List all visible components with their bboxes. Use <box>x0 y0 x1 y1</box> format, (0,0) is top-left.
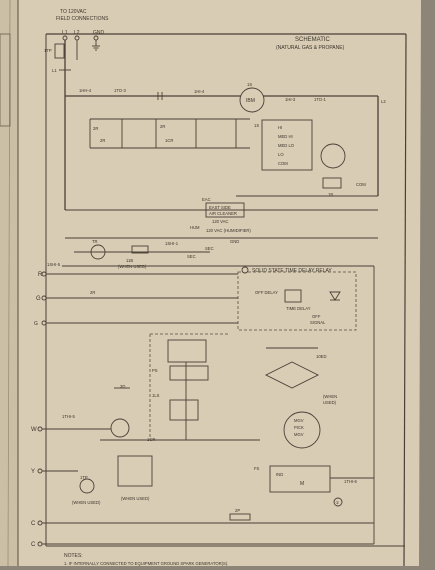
terminal-g: G <box>36 296 41 302</box>
transformer-label: TR <box>92 239 98 244</box>
relay-title: SOLID STATE TIME DELAY RELAY <box>252 268 332 274</box>
tap-med-lo: MED LO <box>278 143 295 148</box>
relay-part-4: SIGNAL <box>310 320 326 325</box>
flame-sensor-label: FS <box>254 466 260 471</box>
field-connections: 1TP L1 <box>44 35 100 96</box>
relay-3d-label: 3D <box>120 384 125 389</box>
ind-label: IND <box>276 472 283 477</box>
svg-text:(WHEN USED): (WHEN USED) <box>121 496 150 501</box>
door-switch-label: 1TP <box>44 48 52 53</box>
blower-tag: 1S <box>247 82 252 87</box>
lv-wire-2: 1SHI-1 <box>165 241 179 246</box>
bottom-wire-label: 1THI-6 <box>344 479 357 484</box>
rollout-switch <box>79 478 95 494</box>
mgv-label-1: MGV <box>294 418 304 423</box>
fuse-label: 11B <box>126 258 133 263</box>
bridge-rectifier <box>264 361 320 389</box>
terminal-y: Y <box>31 469 35 475</box>
circulator-motor <box>320 143 346 169</box>
relay-box <box>237 271 357 331</box>
terminal-w: W <box>31 427 37 433</box>
motor-tag: 1B <box>328 192 333 197</box>
wire-label-4: 1HI-3 <box>285 97 296 102</box>
l1-label: L1 <box>62 30 68 36</box>
lv-wire-1: 1SHI-5 <box>47 262 61 267</box>
hum-label: HUM <box>190 225 200 230</box>
2p-label: 2P <box>235 508 240 513</box>
tap-hi: HI <box>278 125 282 130</box>
svg-text:2R: 2R <box>100 138 105 143</box>
safety-chain: PS 1LS 1THI-5 <box>62 333 260 441</box>
supply-line1: TO 120VAC <box>60 9 87 15</box>
wire-label-1: 1HH-4 <box>79 88 92 93</box>
svg-text:C: C <box>31 542 36 548</box>
relay-part-1: OFF DELAY <box>255 290 278 295</box>
schematic-subtitle: (NATURAL GAS & PROPANE) <box>276 45 345 51</box>
blower-relay-coil <box>110 418 130 438</box>
inducer-label: M <box>300 481 304 487</box>
ignition-section: 10ED MGV PICK MGV (WHEN USED) IND M FS ①… <box>254 266 375 544</box>
svg-text:2R: 2R <box>93 126 98 131</box>
svg-text:1CR: 1CR <box>165 138 173 143</box>
blower-label: IBM <box>246 98 255 104</box>
svg-text:G: G <box>34 321 38 327</box>
svg-text:L1: L1 <box>52 68 57 73</box>
l2-label-top: L2 <box>74 30 80 36</box>
limit-label: 1LS <box>152 393 160 398</box>
ignition-note-1: (WHEN <box>323 394 337 399</box>
relay-2r-label: 2R <box>90 290 95 295</box>
tap-med-hi: MED HI <box>278 134 293 139</box>
schematic-title: SCHEMATIC <box>295 37 331 43</box>
tap-com: COM <box>278 161 288 166</box>
rollout-section: 1TP (WHEN USED) (WHEN USED) 2P <box>72 455 251 521</box>
ignition-control <box>283 411 321 449</box>
hum-text: 120 VAC (HUMIDIFIER) <box>206 228 251 233</box>
notes-heading: NOTES: <box>64 553 83 559</box>
taps-ref: 1S <box>254 123 259 128</box>
wire-label-3: 1HI-4 <box>194 89 205 94</box>
paper-sheet <box>0 0 421 567</box>
tap-lo: LO <box>278 152 284 157</box>
wire-label-5: 1TO-1 <box>314 97 326 102</box>
terminal-r: R <box>38 272 43 278</box>
relay-part-3: OFF <box>312 314 321 319</box>
mgv-label-2: MGV <box>294 432 304 437</box>
notes-line1: 1. IF INTERNALLY CONNECTED TO EQUIPMENT … <box>64 561 228 566</box>
relay-part-2: TIME DELAY <box>286 306 311 311</box>
fuse-note: (WHEN USED) <box>118 264 147 269</box>
l2-label: L2 <box>381 99 386 104</box>
eac-line2: AIR CLEANER <box>209 211 237 216</box>
eac-line3: 120 VAC <box>212 219 228 224</box>
supply-line2: FIELD CONNECTIONS <box>56 16 109 22</box>
bridge-label: 10ED <box>316 354 326 359</box>
circle-marker: ① <box>336 500 340 505</box>
speed-taps <box>261 119 313 171</box>
pick-label: PICK <box>294 425 304 430</box>
sec-label-1: SEC <box>187 254 196 259</box>
rollout-label: 1TP <box>80 475 88 480</box>
svg-text:2R: 2R <box>160 124 165 129</box>
transformer-section: TR 11B (WHEN USED) SEC SEC 1SHI-5 1SHI-1 <box>47 239 374 269</box>
ignition-note-2: USED) <box>323 400 337 405</box>
relay-1cr-label: 1CR <box>147 437 155 442</box>
rollout-note: (WHEN USED) <box>72 500 101 505</box>
sec-label-2: SEC <box>205 246 214 251</box>
ps-label-1: PS <box>152 368 158 373</box>
blower-motor <box>239 87 265 113</box>
wire-label-2: 1TO-3 <box>114 88 126 93</box>
fuse <box>131 245 149 254</box>
eac-label: EAC <box>202 197 211 202</box>
lv-wire-3: 1THI-5 <box>62 414 75 419</box>
time-delay-relay: SOLID STATE TIME DELAY RELAY OFF DELAY T… <box>237 266 357 331</box>
thermostat-terminals: R G W Y C C G 2R 3D 1CR <box>31 271 374 548</box>
eac-line1: EAST SIDE <box>209 205 231 210</box>
com-label: COM <box>356 182 366 187</box>
inducer-box <box>269 465 331 493</box>
gnd-bottom-label: GND <box>230 239 239 244</box>
gnd-label: GND <box>93 30 105 36</box>
line-voltage-section: 1HH-4 1TO-3 1HI-4 1HI-3 1TO-1 L2 IBM 1S … <box>64 82 386 244</box>
terminal-c: C <box>31 521 36 527</box>
